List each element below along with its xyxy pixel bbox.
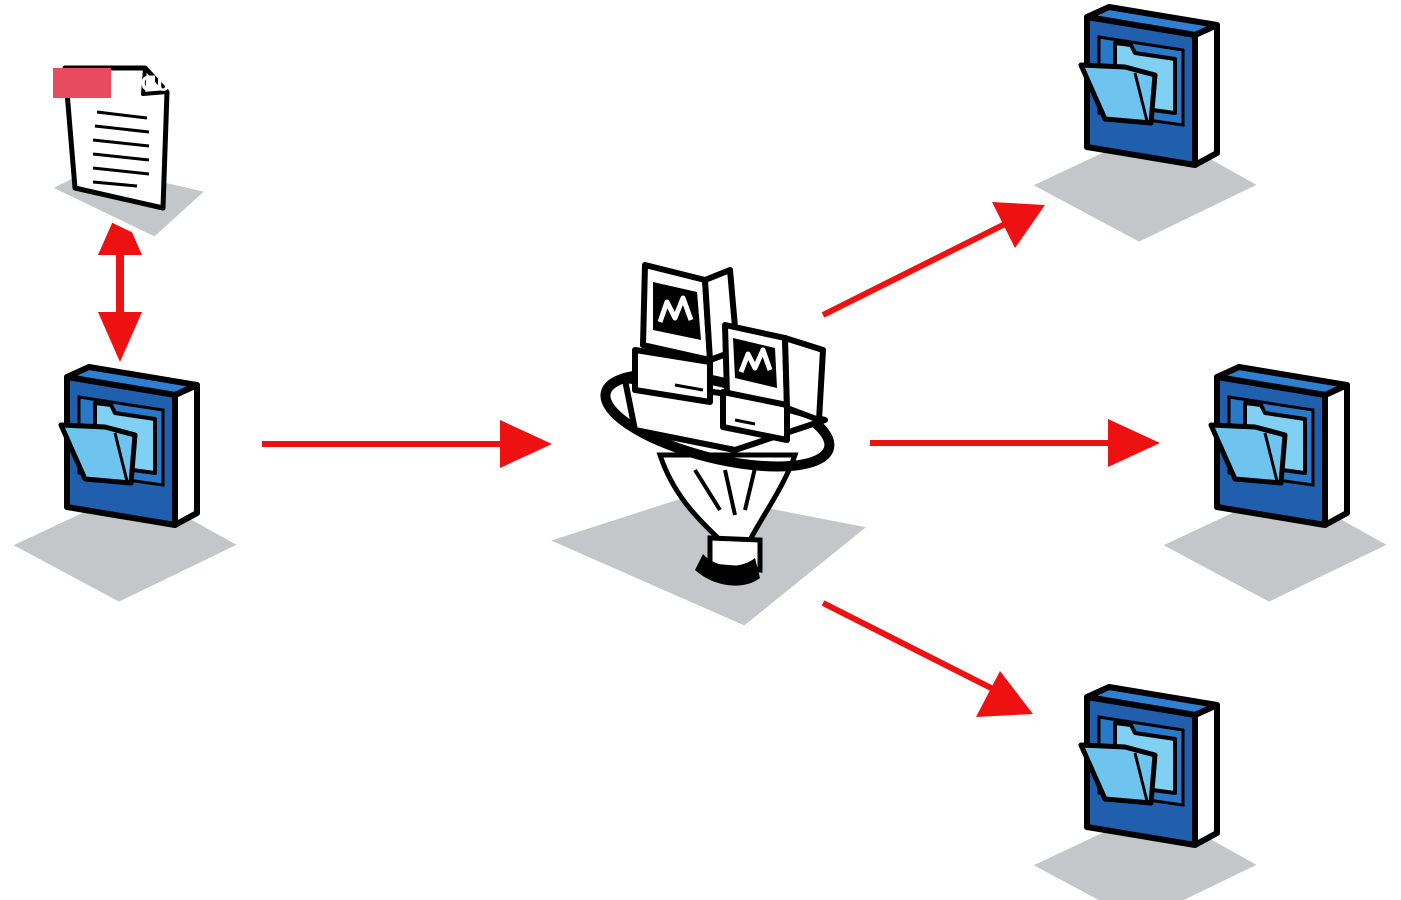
output-arrow-bottom bbox=[821, 600, 1033, 717]
source-folder-icon[interactable] bbox=[7, 367, 243, 605]
jdf-document-icon[interactable]: JDF bbox=[40, 65, 217, 244]
workstation-cluster-icon[interactable] bbox=[528, 262, 885, 635]
jdf-tag-label: JDF bbox=[127, 71, 169, 96]
output-arrow-top bbox=[821, 202, 1045, 318]
target-folder-bottom-icon[interactable] bbox=[1027, 687, 1263, 900]
target-folder-top-icon[interactable] bbox=[1027, 7, 1263, 245]
sync-arrow bbox=[98, 205, 142, 362]
target-folder-middle-icon[interactable] bbox=[1157, 367, 1393, 605]
output-arrow-middle bbox=[870, 419, 1160, 467]
input-arrow bbox=[262, 420, 552, 468]
